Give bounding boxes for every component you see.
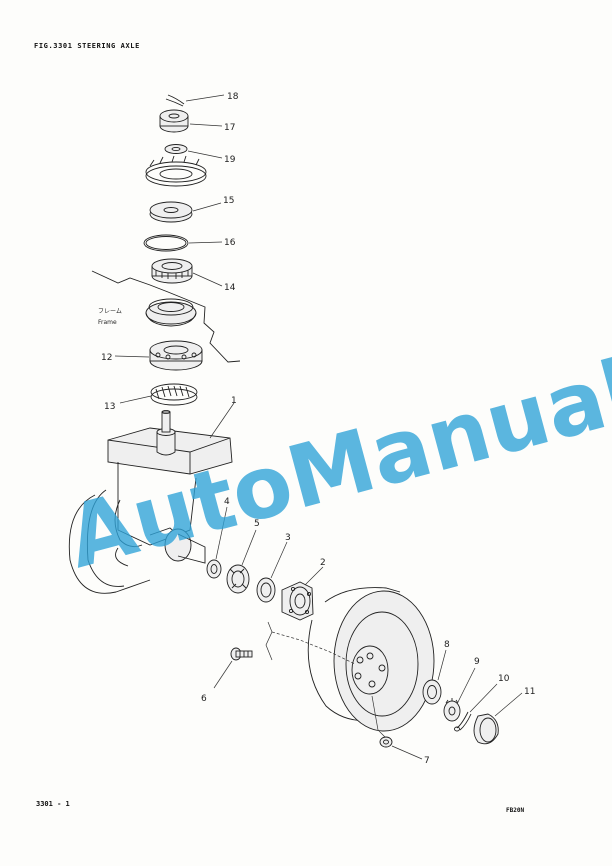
page-number: 3301 - 1 (36, 800, 70, 808)
model-code: FB20N (506, 807, 525, 814)
callout-15: 15 (223, 196, 234, 206)
part-18-pin (165, 94, 185, 107)
part-19-washer (164, 144, 188, 154)
part-9-hub-cap (473, 713, 499, 745)
part-lock-washer (145, 155, 207, 187)
part-12-bearing (149, 340, 203, 371)
callout-17: 17 (224, 123, 235, 133)
part-14-bearing (151, 258, 193, 284)
part-2-hub (281, 581, 314, 621)
callout-2: 2 (320, 558, 326, 568)
callout-10: 6 (201, 694, 207, 704)
callout-5: 5 (254, 519, 260, 529)
rear-tire (68, 489, 151, 594)
part-5-inner-bearing (226, 564, 250, 594)
part-6-outer-bearing (422, 679, 442, 705)
callout-8: 10 (498, 674, 510, 684)
callout-4: 4 (224, 497, 230, 507)
part-8-cotter-pin (454, 711, 472, 732)
callout-13: 13 (104, 402, 115, 412)
callout-9: 11 (524, 687, 535, 697)
callout-11: 7 (424, 756, 430, 766)
callout-16: 16 (224, 238, 236, 248)
part-17-nut (159, 109, 189, 133)
callout-1: 1 (231, 396, 237, 406)
part-4-spacer (206, 559, 222, 579)
part-7-castle-nut (443, 698, 461, 722)
part-16-o-ring (143, 234, 189, 252)
part-1-knuckle (107, 409, 233, 564)
callout-3: 3 (285, 533, 291, 543)
part-3-race (256, 577, 276, 603)
part-10-bolt (230, 647, 253, 661)
callout-12: 12 (101, 353, 112, 363)
callout-19: 19 (224, 155, 236, 165)
callout-14: 14 (224, 283, 236, 293)
frame-label-en: Frame (98, 319, 117, 326)
callout-7: 9 (474, 657, 480, 667)
frame-section (91, 270, 241, 363)
callout-6: 8 (444, 640, 450, 650)
figure-title: FIG.3301 STEERING AXLE (34, 42, 140, 50)
part-13-thrust-bearing (150, 383, 198, 406)
frame-label-jp: フレーム (98, 308, 122, 315)
callout-18: 18 (227, 92, 239, 102)
front-tire (307, 587, 435, 732)
part-11-nut (379, 736, 393, 748)
part-15-seal (149, 201, 193, 223)
